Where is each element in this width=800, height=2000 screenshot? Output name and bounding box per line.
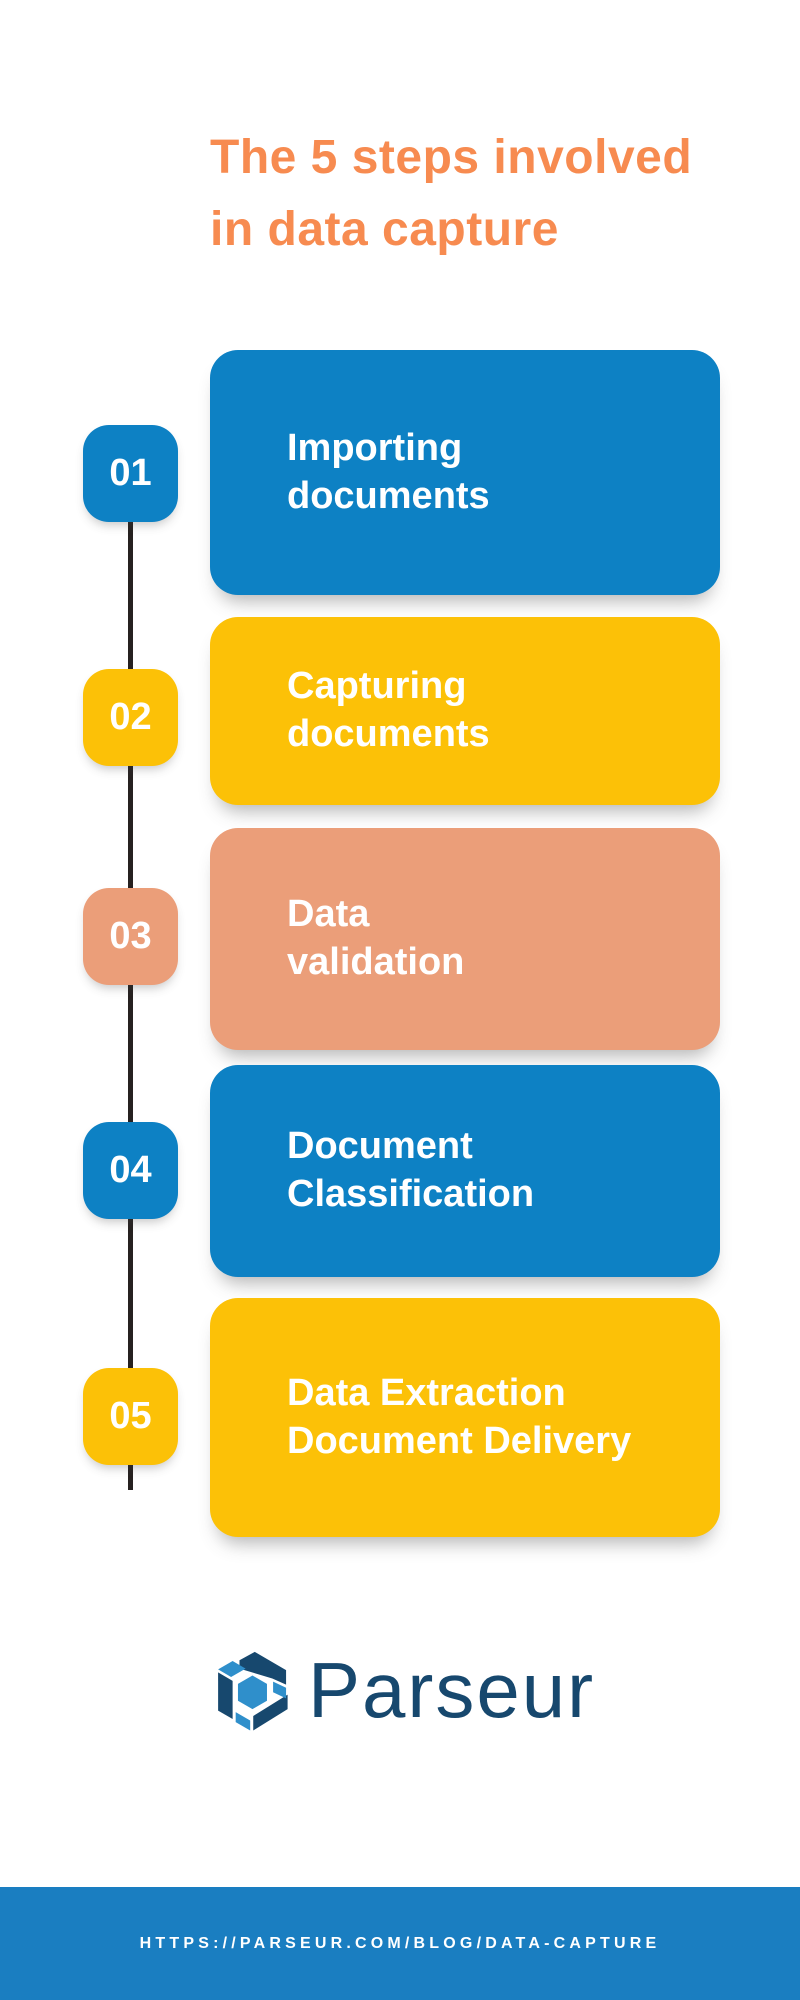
step-card-label-line2: validation — [287, 941, 465, 983]
step-card-label-line1: Document — [287, 1125, 473, 1168]
step-card-importing-documents: Importing documents — [210, 350, 720, 595]
step-number: 05 — [109, 1395, 152, 1437]
page-title-line1: The 5 steps involved — [210, 131, 693, 184]
step-card-document-classification: Document Classification — [210, 1065, 720, 1277]
step-badge-03: 03 — [83, 888, 178, 985]
step-badge-04: 04 — [83, 1122, 178, 1219]
step-badge-05: 05 — [83, 1368, 178, 1465]
step-card-label-line1: Data Extraction — [287, 1371, 566, 1414]
step-card-label-line1: Importing — [287, 426, 463, 469]
step-card-label-line2: Document Delivery — [287, 1419, 632, 1462]
page-title-line2: in data capture — [210, 203, 559, 256]
footer-url-text: HTTPS://PARSEUR.COM/BLOG/DATA-CAPTURE — [139, 1934, 661, 1952]
step-card-data-extraction-delivery: Data Extraction Document Delivery — [210, 1298, 720, 1537]
step-badge-01: 01 — [83, 425, 178, 522]
step-number: 02 — [109, 696, 152, 738]
step-card-label-line2: documents — [287, 713, 490, 755]
step-card-label-line2: documents — [287, 474, 490, 517]
step-card-capturing-documents: Capturing documents — [210, 617, 720, 805]
step-badge-02: 02 — [83, 669, 178, 766]
step-number: 04 — [109, 1149, 152, 1191]
step-number: 03 — [109, 915, 152, 957]
step-card-label-line2: Classification — [287, 1173, 535, 1215]
parseur-cube-icon — [218, 1651, 288, 1731]
page-title: The 5 steps involved in data capture — [210, 122, 750, 266]
footer-bar: HTTPS://PARSEUR.COM/BLOG/DATA-CAPTURE — [0, 1887, 800, 2000]
parseur-logo-text: Parseur — [308, 1645, 596, 1734]
parseur-logo: Parseur — [212, 1642, 595, 1738]
step-card-label-line1: Data — [287, 893, 370, 936]
step-card-label-line1: Capturing — [287, 665, 467, 708]
step-card-data-validation: Data validation — [210, 828, 720, 1050]
step-number: 01 — [109, 452, 152, 494]
